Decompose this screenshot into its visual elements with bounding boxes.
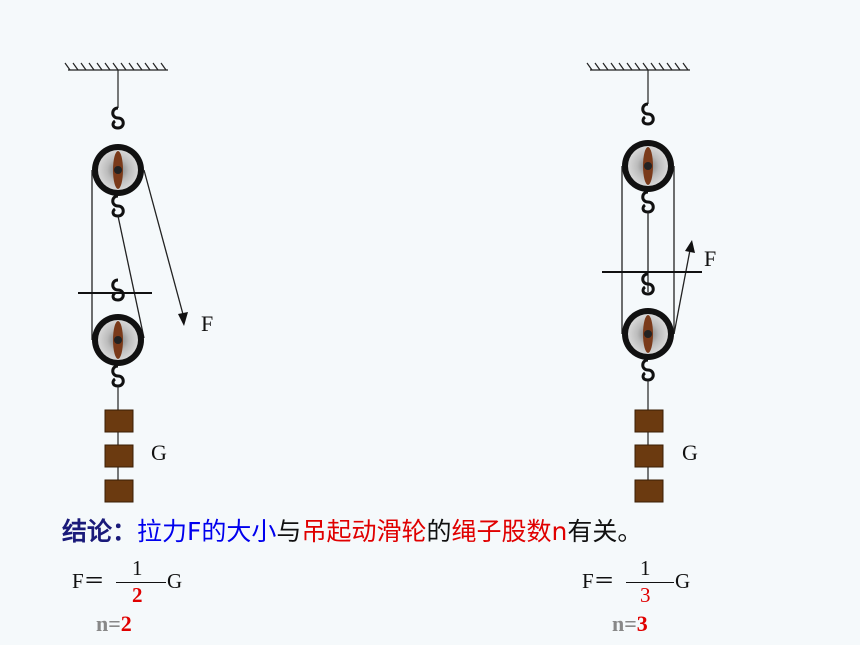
- right-formula-lhs: F＝: [582, 569, 615, 593]
- left-movable-pulley: [92, 314, 144, 366]
- left-movable-bottom-hook-icon: [111, 364, 125, 388]
- right-movable-top-hook-icon: [641, 272, 655, 296]
- left-top-hook-icon: [111, 106, 125, 130]
- right-force-label: F: [704, 246, 717, 271]
- left-formula: F＝ 1 2 G: [72, 558, 212, 608]
- right-movable-pulley: [622, 308, 674, 360]
- conclusion-part1: 拉力F的大小: [137, 517, 277, 546]
- conclusion-colon: ：: [112, 517, 138, 546]
- left-movable-top-hook-icon: [111, 278, 125, 302]
- left-formula-numerator: 1: [132, 556, 143, 580]
- right-weights: [634, 409, 664, 503]
- right-force-arrow-icon: [685, 240, 695, 253]
- right-fixed-pulley: [622, 140, 674, 192]
- right-ropes: [621, 166, 691, 335]
- right-formula-numerator: 1: [640, 556, 651, 580]
- right-ceiling: [586, 62, 690, 71]
- conclusion-part4: 的: [426, 517, 452, 546]
- right-movable-bottom-hook-icon: [641, 358, 655, 382]
- right-weight-label: G: [682, 440, 698, 465]
- conclusion-text: 结论：拉力F的大小与吊起动滑轮的绳子股数n有关。: [62, 516, 642, 549]
- right-pulley-system: [586, 62, 702, 503]
- left-formula-lhs: F＝: [72, 569, 105, 593]
- left-force-arrow-icon: [178, 312, 188, 326]
- left-fixed-bottom-hook-icon: [111, 194, 125, 218]
- right-formula-denominator: 3: [640, 583, 651, 607]
- conclusion-part3: 吊起动滑轮: [301, 517, 427, 546]
- right-formula-rhs: G: [675, 569, 691, 593]
- right-top-hook-icon: [641, 102, 655, 126]
- left-formula-rhs: G: [167, 569, 183, 593]
- left-force-label: F: [201, 311, 214, 336]
- conclusion-heading: 结论: [62, 517, 113, 546]
- left-n-value: n=2: [96, 611, 132, 636]
- left-ceiling: [64, 62, 168, 71]
- left-ropes: [91, 169, 185, 340]
- left-fixed-pulley: [92, 144, 144, 196]
- right-n-value: n=3: [612, 611, 648, 636]
- conclusion-part6: 有关。: [567, 517, 643, 546]
- right-fixed-bottom-hook-icon: [641, 190, 655, 214]
- conclusion-part2: 与: [276, 517, 302, 546]
- right-formula: F＝ 1 3 G: [582, 558, 722, 608]
- left-weight-label: G: [151, 440, 167, 465]
- left-formula-denominator: 2: [132, 583, 143, 607]
- left-pulley-system: [64, 62, 188, 503]
- conclusion-part5: 绳子股数n: [451, 517, 568, 546]
- left-weights: [104, 409, 134, 503]
- left-fraction-bar: [116, 582, 166, 583]
- right-fraction-bar: [626, 582, 674, 583]
